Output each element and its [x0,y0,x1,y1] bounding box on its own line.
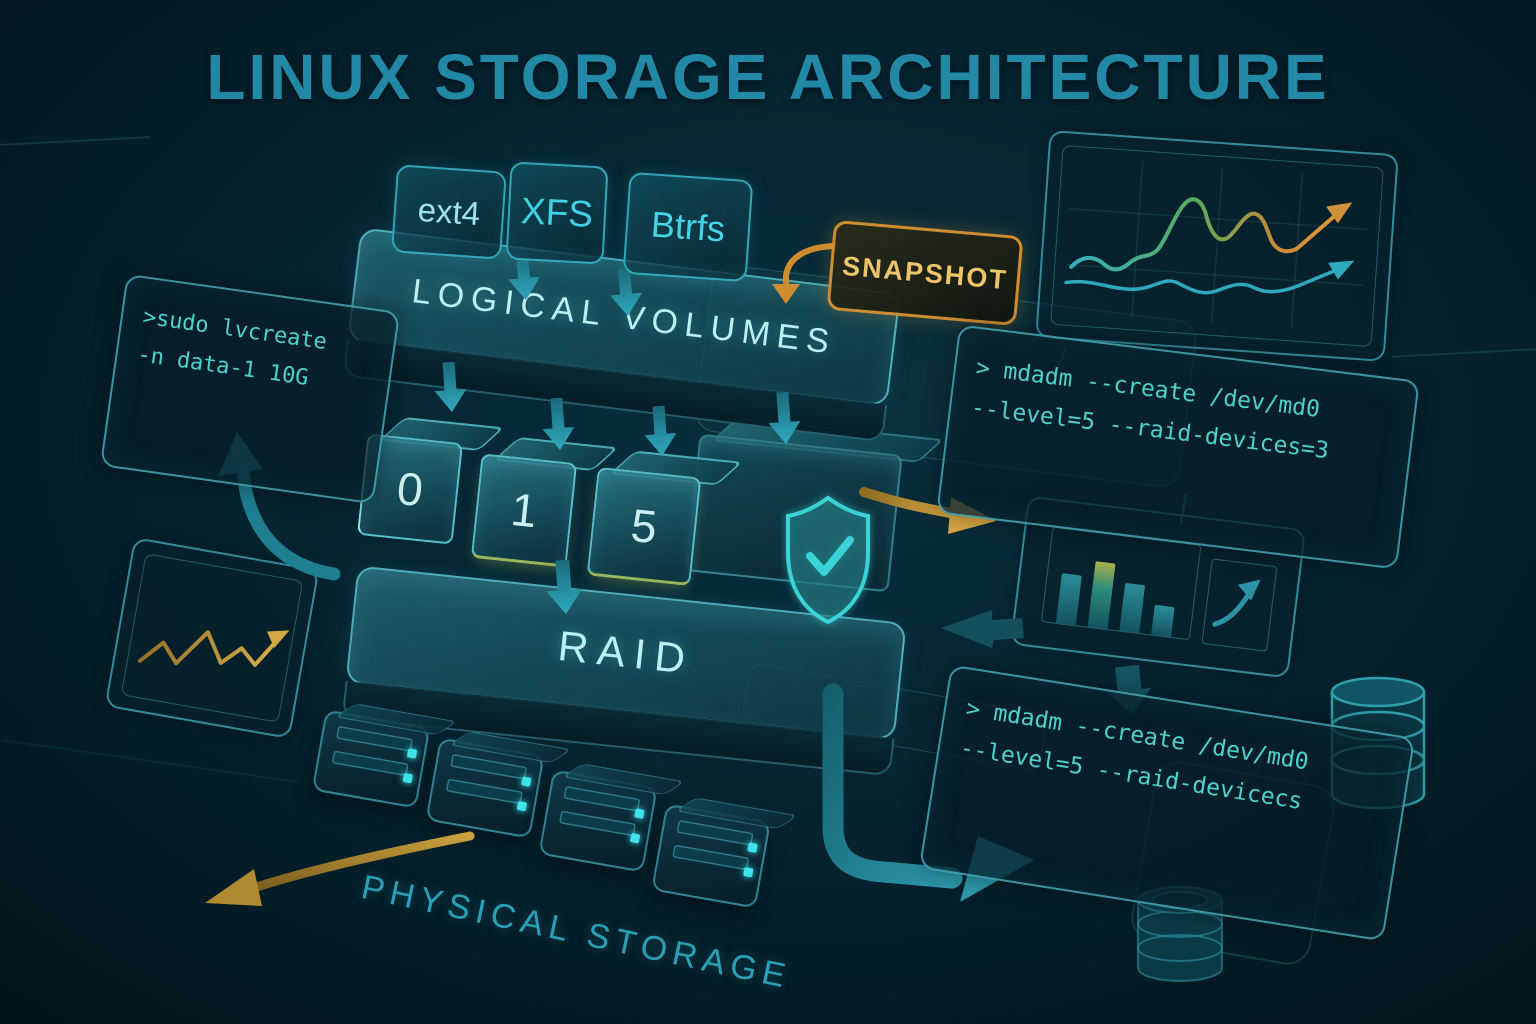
mdadm-command-box-bottom: > mdadm --create /dev/md0 --level=5 --ra… [918,664,1416,942]
filesystem-label: XFS [520,190,595,235]
mdadm-command-box-top: > mdadm --create /dev/md0 --level=5 --ra… [936,324,1420,570]
lvcreate-command-box: >sudo lvcreate -n data-1 10G [99,273,401,505]
page-title: LINUX STORAGE ARCHITECTURE [206,41,1330,113]
bar [1055,573,1082,626]
chart-frame [1050,144,1384,348]
led-indicator-icon [743,867,754,878]
bar [1151,604,1175,637]
decor-line [1392,348,1536,358]
drive-slot [445,778,528,812]
trend-chart-panel [104,536,320,740]
physical-drive [425,737,545,839]
led-indicator-icon [634,808,645,819]
raid-label: RAID [555,622,697,683]
led-indicator-icon [406,748,418,759]
logical-volumes-label: LOGICAL VOLUMES [409,271,839,362]
decor-line [1,739,299,783]
bar [1087,561,1116,630]
monitoring-panel [1009,495,1307,679]
filesystem-label: ext4 [416,190,482,233]
bar-chart-icon [1040,526,1202,641]
filesystem-box-ext4: ext4 [391,164,507,260]
led-indicator-icon [402,772,413,784]
raid-level-1-cube: 1 [470,437,619,568]
snapshot-badge: SNAPSHOT [826,219,1024,327]
led-indicator-icon [521,776,532,787]
physical-drive [538,769,658,873]
drive-slot [563,785,645,819]
raid-layer: RAID [345,565,907,741]
drive-slot [672,844,754,878]
raid-level-label: 5 [586,466,702,587]
chart-frame [120,553,304,723]
drive-slot [450,753,532,787]
decor-line [0,136,150,146]
raid-level-5-cube: 5 [586,450,743,587]
filesystem-box-btrfs: Btrfs [622,171,754,283]
drive-slot [331,750,413,784]
gold-downleft-arrow [243,831,475,895]
raid-back-cube [685,417,944,593]
performance-chart-panel [1035,130,1399,362]
led-indicator-icon [629,832,641,844]
filesystem-box-xfs: XFS [505,161,609,265]
drive-slot [676,819,758,853]
gold-downleft-arrowhead [205,869,262,906]
led-indicator-icon [747,842,758,853]
dual-line-chart-icon [1064,161,1367,329]
zigzag-trend-arrow-icon [137,630,290,667]
snapshot-label: SNAPSHOT [841,250,1010,295]
led-indicator-icon [516,800,528,812]
bar [1119,582,1146,634]
cube-front-face [685,433,903,593]
drive-slot [336,725,418,759]
physical-drive [311,709,431,809]
raid-level-label: 1 [470,453,578,568]
up-right-arrow-glyph [1212,579,1261,627]
up-right-arrow-icon [1201,558,1278,652]
filesystem-label: Btrfs [649,203,727,250]
physical-drive [651,803,771,909]
drive-slot [559,810,641,844]
